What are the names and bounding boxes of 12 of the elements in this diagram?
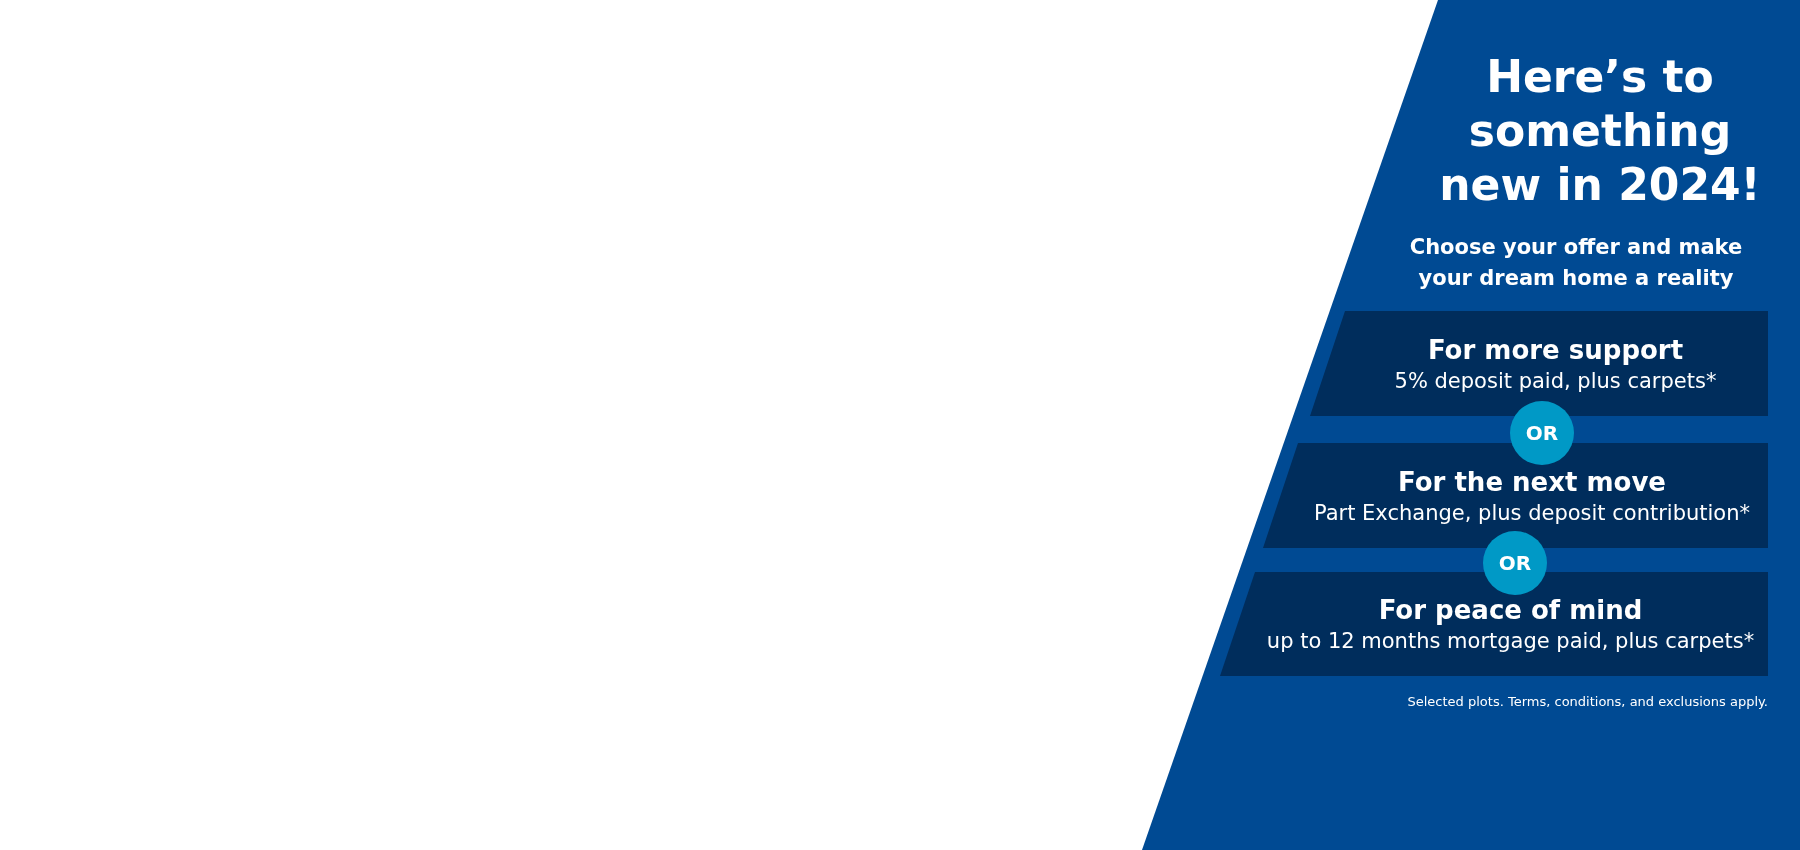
offer-heading: For more support [1427,334,1684,365]
heading: Here’s to something new in 2024! [1438,50,1762,212]
offer-band [1220,572,1768,676]
offer-text: up to 12 months mortgage paid, plus carpets* [1266,629,1755,653]
footnote: Selected plots. Terms, conditions, and exclusions apply. [1406,694,1768,709]
offer-band [1263,443,1768,548]
offer-heading: For the next move [1398,466,1666,497]
offer-band [1310,311,1768,416]
subheading: Choose your offer and make your dream home a reality [1408,234,1744,292]
offer-text: 5% deposit paid, plus carpets* [1394,368,1717,393]
offer-heading: For peace of mind [1378,595,1643,625]
offer-text: Part Exchange, plus deposit contribution* [1313,500,1751,525]
